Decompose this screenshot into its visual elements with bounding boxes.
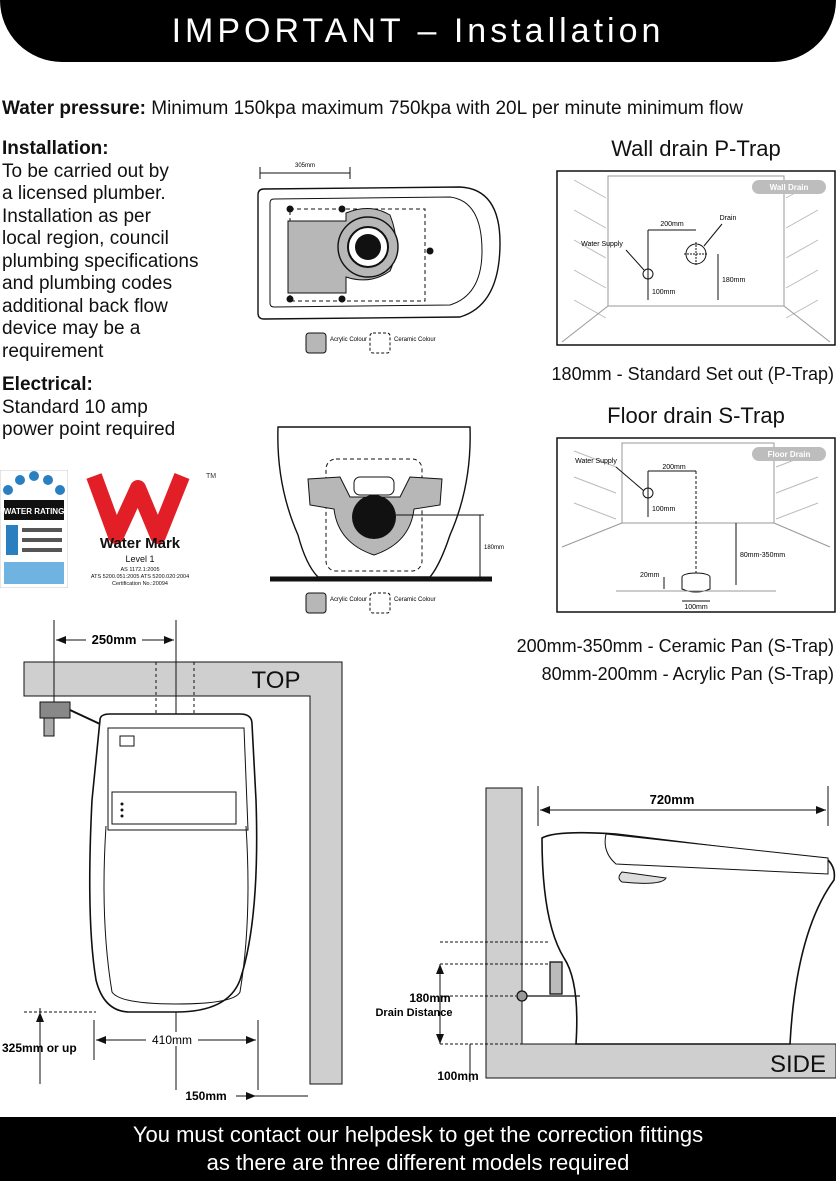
water-pressure-text: Minimum 150kpa maximum 750kpa with 20L p…: [151, 98, 743, 119]
top-dim-250: 250mm: [92, 632, 137, 647]
water-rating-badge: WATER RATING: [0, 470, 68, 588]
water-mark-badge: TM Water Mark Level 1 AS 1172.1:2005 ATS…: [86, 473, 216, 587]
top-dim-410: 410mm: [152, 1033, 192, 1047]
floor-dim-100b: 100mm: [684, 604, 708, 611]
side-view-label: SIDE: [770, 1051, 826, 1078]
water-mark-logo-icon: [86, 473, 190, 544]
electrical-line: Standard 10 amp: [2, 396, 148, 418]
installation-line: Installation as per: [2, 205, 151, 227]
wall-drain-tag-label: Wall Drain: [770, 183, 809, 192]
floor-dim-20: 20mm: [640, 572, 660, 579]
water-mark-std2: ATS 5200.051:2005 ATS 5200.020:2004: [91, 574, 189, 580]
legend-ceramic-swatch: [369, 332, 391, 354]
water-rating-title: WATER RATING: [4, 507, 65, 516]
side-dim-720: 720mm: [650, 792, 695, 807]
floor-drain-caption-1: 200mm-350mm - Ceramic Pan (S-Trap): [516, 636, 834, 656]
water-pressure-label: Water pressure:: [2, 98, 146, 119]
installation-line: a licensed plumber.: [2, 183, 166, 204]
installation-section: Installation: To be carried out by a lic…: [2, 138, 242, 363]
floor-dim-200: 200mm: [662, 464, 686, 471]
water-mark-title: Water Mark: [100, 535, 181, 552]
wall-drain-label: Drain: [720, 215, 737, 222]
top-view-label: TOP: [252, 667, 301, 694]
floor-drain-tag: [752, 447, 826, 461]
legend-acrylic-swatch: [305, 592, 327, 614]
water-mark-std1: AS 1172.1:2005: [120, 567, 159, 573]
top-view-diagram: TOP 250mm 410mm 325mm or up 150mm: [2, 620, 343, 1103]
side-view-diagram: SIDE 720mm 180mm Drain Distance 100mm: [375, 786, 836, 1083]
wall-water-supply-label: Water Supply: [581, 241, 623, 248]
wall-drain-caption: 180mm - Standard Set out (P-Trap): [551, 364, 834, 384]
front-height-dim: 180mm: [484, 545, 504, 551]
footer-line-2: as there are three different models requ…: [206, 1150, 630, 1175]
footer-line-1: You must contact our helpdesk to get the…: [132, 1122, 704, 1147]
water-valve-icon: [39, 701, 101, 737]
installation-line: To be carried out by: [2, 160, 169, 182]
legend-ceramic-swatch: [369, 592, 391, 614]
wall-dim-100: 100mm: [652, 289, 676, 296]
installation-line: device may be a: [2, 318, 141, 339]
water-mark-cert: Certification No.:20094: [112, 581, 168, 587]
top-dim-325: 325mm or up: [2, 1041, 77, 1055]
floor-drain-diagram: Floor Drain Water Supply 200mm 100mm 80m…: [556, 437, 836, 613]
side-dim-100: 100mm: [437, 1069, 478, 1083]
svg-text:TM: TM: [206, 473, 216, 480]
wall-dim-200: 200mm: [660, 221, 684, 228]
page-title: IMPORTANT – Installation: [171, 12, 665, 50]
side-valve-icon: [516, 961, 580, 1002]
toilet-front-diagram: 180mm Acrylic Colour Ceramic Colour: [270, 426, 504, 614]
floor-dim-100: 100mm: [652, 506, 676, 513]
water-mark-level: Level 1: [125, 554, 154, 564]
floor-drain-tag-label: Floor Drain: [768, 450, 811, 459]
legend-acrylic-swatch: [305, 332, 327, 354]
wall-drain-tag: [752, 180, 826, 194]
installation-line: additional back flow: [2, 295, 168, 317]
electrical-line: power point required: [2, 419, 176, 440]
installation-label: Installation:: [2, 138, 109, 159]
page-footer: You must contact our helpdesk to get the…: [0, 1117, 836, 1181]
water-pressure-line: Water pressure: Minimum 150kpa maximum 7…: [2, 98, 832, 121]
toilet-plan-diagram: 305mm Acrylic Colour Ceramic Colour: [257, 163, 501, 354]
legend-ceramic-label: Ceramic Colour: [394, 597, 436, 603]
floor-drain-caption-2: 80mm-200mm - Acrylic Pan (S-Trap): [541, 664, 834, 684]
rating-stars-icon: [3, 471, 65, 495]
floor-water-supply-label: Water Supply: [575, 458, 617, 465]
installation-line: and plumbing codes: [2, 273, 173, 294]
top-dim-150: 150mm: [185, 1089, 226, 1103]
installation-line: requirement: [2, 340, 104, 362]
page-header: IMPORTANT – Installation: [0, 0, 836, 62]
installation-line: plumbing specifications: [2, 250, 199, 272]
legend-acrylic-label: Acrylic Colour: [330, 597, 367, 603]
legend-ceramic-label: Ceramic Colour: [394, 337, 436, 343]
wall-dim-180: 180mm: [722, 277, 746, 284]
side-drain-distance: Drain Distance: [375, 1007, 452, 1019]
side-dim-180: 180mm: [409, 991, 450, 1005]
wall-drain-diagram: Wall Drain 200mm Drain Water Supply 180m…: [556, 170, 836, 346]
plan-width-dim: 305mm: [295, 163, 315, 169]
floor-dim-range: 80mm-350mm: [740, 552, 785, 559]
wall-drain-title: Wall drain P-Trap: [611, 136, 781, 161]
electrical-label: Electrical:: [2, 374, 93, 395]
installation-line: local region, council: [2, 228, 169, 249]
legend-acrylic-label: Acrylic Colour: [330, 337, 367, 343]
floor-drain-title: Floor drain S-Trap: [607, 403, 785, 428]
electrical-section: Electrical: Standard 10 amp power point …: [2, 374, 242, 442]
